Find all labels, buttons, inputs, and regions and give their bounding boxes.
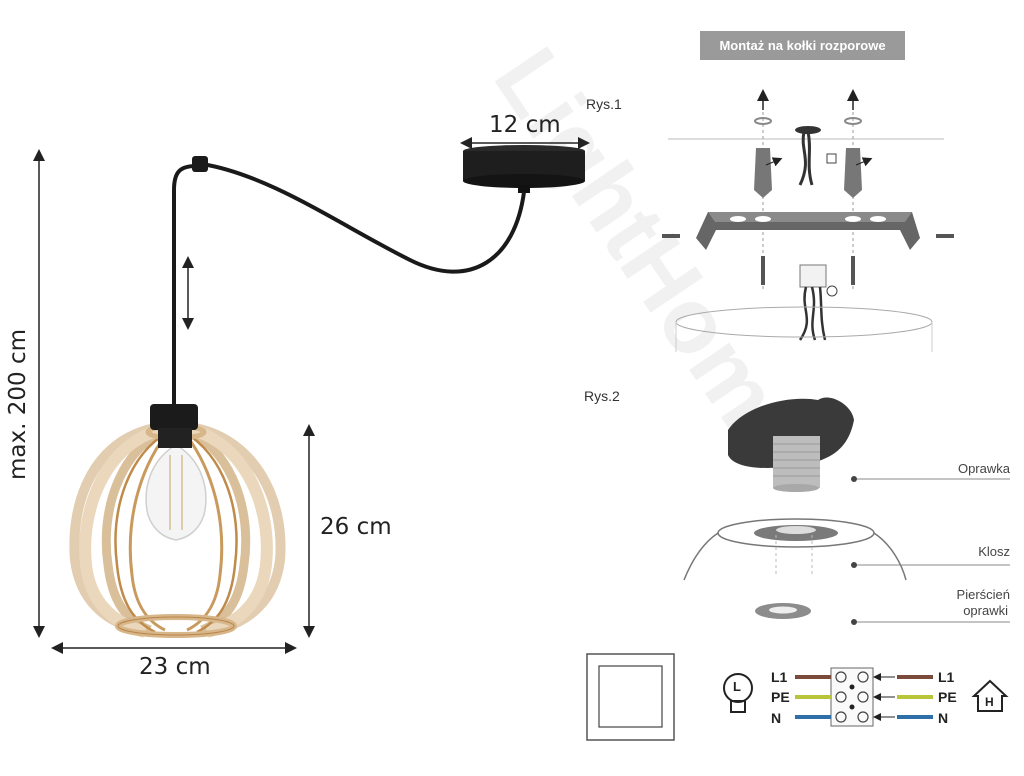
mounting-banner: Montaż na kołki rozporowe: [700, 31, 905, 60]
wire-left-n: N: [771, 710, 782, 726]
drop-cable: [172, 164, 197, 405]
wire-right-n: N: [938, 710, 949, 726]
wire-right-pe: PE: [938, 689, 957, 705]
part-shade-label: Klosz: [978, 544, 1010, 559]
house-letter: H: [985, 695, 994, 709]
shade-width-label: 23 cm: [139, 654, 211, 680]
spider-cable: [201, 162, 526, 274]
canopy-width-label: 12 cm: [489, 112, 561, 138]
part-ring-label-2: oprawki: [963, 603, 1008, 618]
parts-diagram: [683, 397, 1010, 625]
part-ring-label-1: Pierścień: [956, 587, 1010, 602]
bulb-letter: L: [733, 679, 741, 694]
cable-clip: [192, 156, 208, 172]
max-height-label: max. 200 cm: [5, 329, 31, 480]
fig2-label: Rys.2: [584, 388, 620, 404]
wire-right-l1: L1: [938, 669, 955, 685]
wooden-shade: [69, 404, 286, 638]
ceiling-canopy: [463, 145, 585, 193]
wiring-diagram: [723, 667, 1009, 727]
part-socket-label: Oprawka: [957, 461, 1010, 476]
fig1-label: Rys.1: [586, 96, 622, 112]
mounting-diagram: [662, 89, 954, 352]
shade-height-label: 26 cm: [320, 514, 392, 540]
wire-left-pe: PE: [771, 689, 790, 705]
wall-switch-icon: [586, 653, 675, 741]
wire-left-l1: L1: [771, 669, 788, 685]
